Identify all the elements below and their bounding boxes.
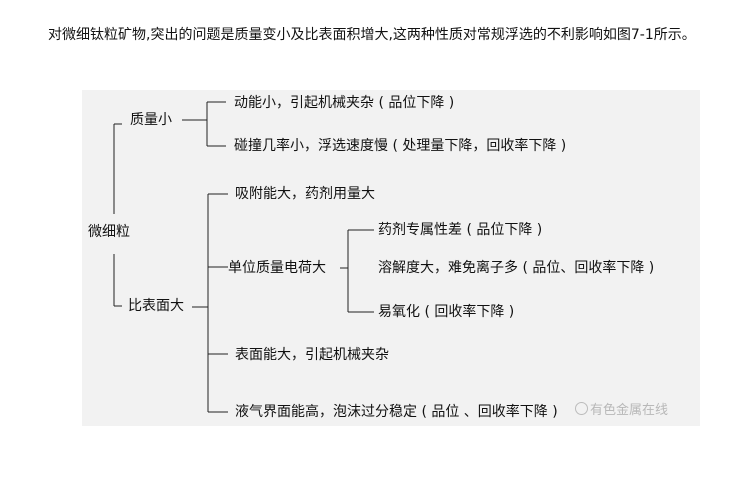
root-label: 微细粒: [88, 224, 130, 240]
mass-item-1: 动能小，引起机械夹杂 ( 品位下降 ): [234, 95, 455, 111]
surface-item-charge: 单位质量电荷大: [228, 260, 326, 276]
classification-diagram: 微细粒 质量小 比表面大 动能小，引起机械夹杂 ( 品位下降 ) 碰撞几率小，浮…: [82, 90, 700, 426]
mass-branch-label: 质量小: [130, 112, 172, 128]
charge-item-2: 溶解度大，难免离子多 ( 品位、回收率下降 ): [378, 260, 655, 276]
surface-branch-label: 比表面大: [128, 298, 184, 314]
watermark-logo-icon: [575, 402, 588, 415]
intro-paragraph: 对微细钛粒矿物,突出的问题是质量变小及比表面积增大,这两种性质对常规浮选的不利影…: [48, 27, 696, 43]
watermark: 有色金属在线: [575, 402, 668, 419]
mass-item-2: 碰撞几率小，浮选速度慢 ( 处理量下降，回收率下降 ): [234, 138, 567, 154]
surface-item-adsorption: 吸附能大，药剂用量大: [235, 186, 375, 202]
charge-item-3: 易氧化 ( 回收率下降 ): [378, 304, 515, 320]
watermark-text: 有色金属在线: [590, 403, 669, 418]
connector-lines: [113, 101, 374, 413]
surface-item-energy: 表面能大，引起机械夹杂: [235, 347, 389, 363]
charge-item-1: 药剂专属性差 ( 品位下降 ): [378, 222, 543, 238]
surface-item-froth: 液气界面能高，泡沫过分稳定 ( 品位 、回收率下降 ): [235, 404, 558, 420]
